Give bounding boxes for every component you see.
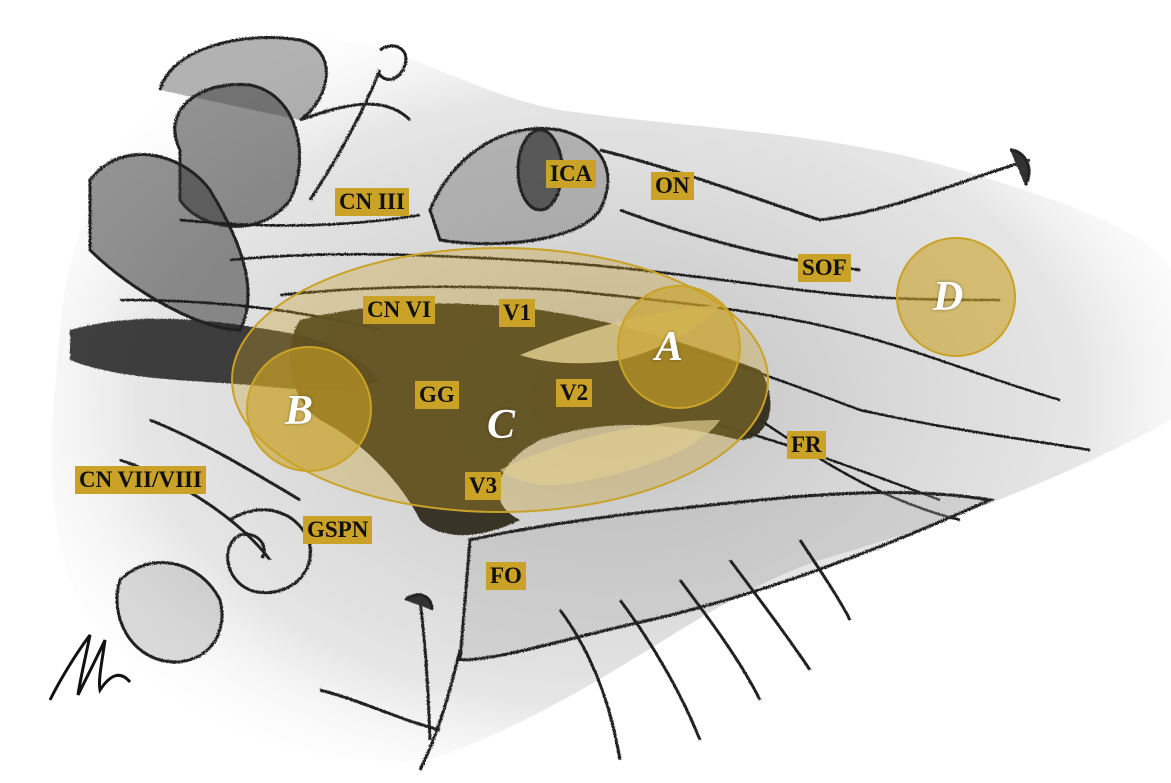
label-cn-iii: CN III xyxy=(335,188,409,216)
label-v2: V2 xyxy=(556,379,592,407)
zone-b-label: B xyxy=(285,390,313,432)
label-fo: FO xyxy=(486,562,526,590)
label-on: ON xyxy=(651,172,694,200)
zone-d-label: D xyxy=(933,276,963,318)
label-gspn: GSPN xyxy=(303,516,372,544)
label-sof: SOF xyxy=(798,254,851,282)
label-cn-vii-viii: CN VII/VIII xyxy=(75,466,206,494)
label-fr: FR xyxy=(787,431,826,459)
label-gg: GG xyxy=(415,381,459,409)
label-v1: V1 xyxy=(499,299,535,327)
zone-a-label: A xyxy=(655,326,683,368)
label-v3: V3 xyxy=(465,472,501,500)
label-ica: ICA xyxy=(546,160,596,188)
zone-c-label: C xyxy=(487,404,515,446)
label-cn-vi: CN VI xyxy=(363,296,435,324)
